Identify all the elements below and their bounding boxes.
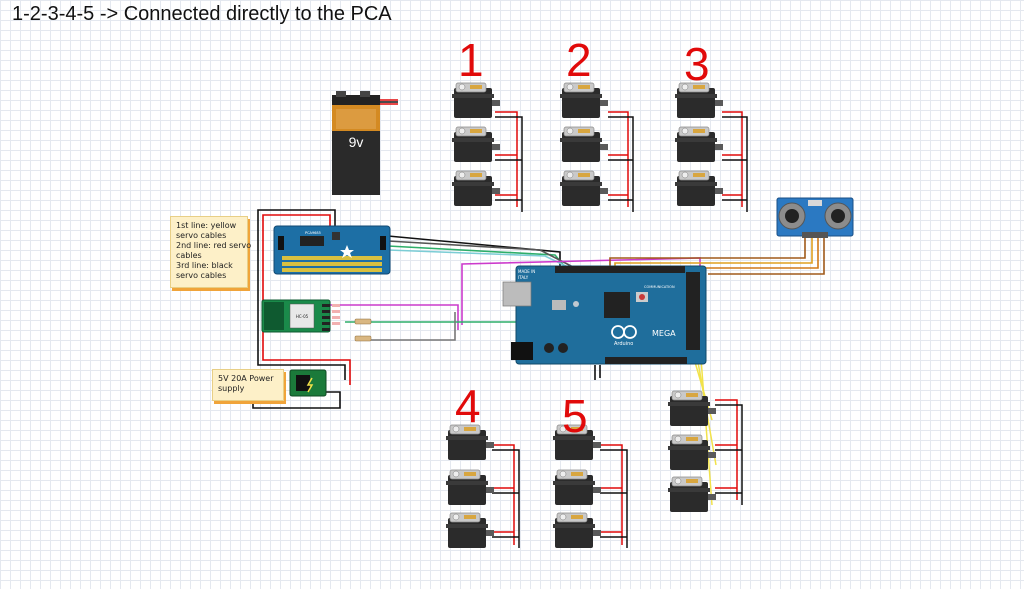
note-line: 2nd line: red servo: [176, 241, 252, 250]
arduino-made-in: MADE IN: [518, 269, 535, 274]
arduino-model: MEGA: [652, 329, 676, 338]
note-line: cables: [176, 251, 202, 260]
servo-2b: [559, 126, 609, 163]
servo-group-1-wiring: [495, 111, 523, 212]
servo-5b: [552, 469, 602, 506]
battery-label: 9v: [349, 134, 364, 150]
servo-1c: [451, 170, 501, 207]
servo-2a: [559, 82, 609, 119]
note-line: supply: [218, 384, 245, 393]
servo-6c: [667, 476, 717, 513]
ultrasonic-sensor: [776, 197, 854, 238]
servo-lines-note: 1st line: yellow servo cables 2nd line: …: [170, 216, 252, 288]
diagram-title: 1-2-3-4-5 -> Connected directly to the P…: [12, 3, 392, 25]
pca-label: PCA9685: [305, 231, 321, 235]
note-line: 1st line: yellow: [176, 221, 237, 230]
servo-group-3: [674, 82, 724, 207]
servo-5c: [552, 512, 602, 549]
group-label-5: 5: [562, 390, 588, 442]
arduino-brand: Arduino: [614, 341, 633, 347]
servo-group-5: [552, 424, 602, 549]
note-line: 3rd line: black: [176, 261, 233, 270]
arduino-section: COMMUNICATION: [644, 285, 675, 289]
servo-group-1: [451, 82, 501, 207]
group-label-4: 4: [455, 380, 481, 432]
servo-group-4: [445, 424, 495, 549]
note-line: servo cables: [176, 231, 227, 240]
battery-9v: [332, 91, 398, 195]
servo-group-4-wiring: [492, 444, 520, 548]
bluetooth-module: [261, 299, 340, 333]
group-label-2: 2: [566, 34, 592, 86]
servo-4b: [445, 469, 495, 506]
arduino-country: ITALY: [518, 275, 529, 280]
servo-3b: [674, 126, 724, 163]
bluetooth-label: HC-05: [296, 314, 309, 319]
note-line: servo cables: [176, 271, 227, 280]
servo-group-5-wiring: [600, 444, 628, 548]
servo-1b: [451, 126, 501, 163]
power-supply-jack: [289, 369, 327, 397]
servo-3c: [674, 170, 724, 207]
servo-group-6: [667, 390, 717, 513]
resistor-pair: [354, 318, 372, 342]
power-supply-note: 5V 20A Power supply: [212, 369, 284, 401]
servo-group-2: [559, 82, 609, 207]
servo-2c: [559, 170, 609, 207]
servo-4c: [445, 512, 495, 549]
pca9685-board: [273, 225, 391, 275]
group-label-3: 3: [684, 38, 710, 90]
group-label-1: 1: [458, 34, 484, 86]
arduino-mega-board: [502, 265, 707, 365]
servo-group-3-wiring: [722, 111, 748, 212]
servo-1a: [451, 82, 501, 119]
note-line: 5V 20A Power: [218, 374, 274, 383]
servo-group-2-wiring: [608, 111, 634, 212]
